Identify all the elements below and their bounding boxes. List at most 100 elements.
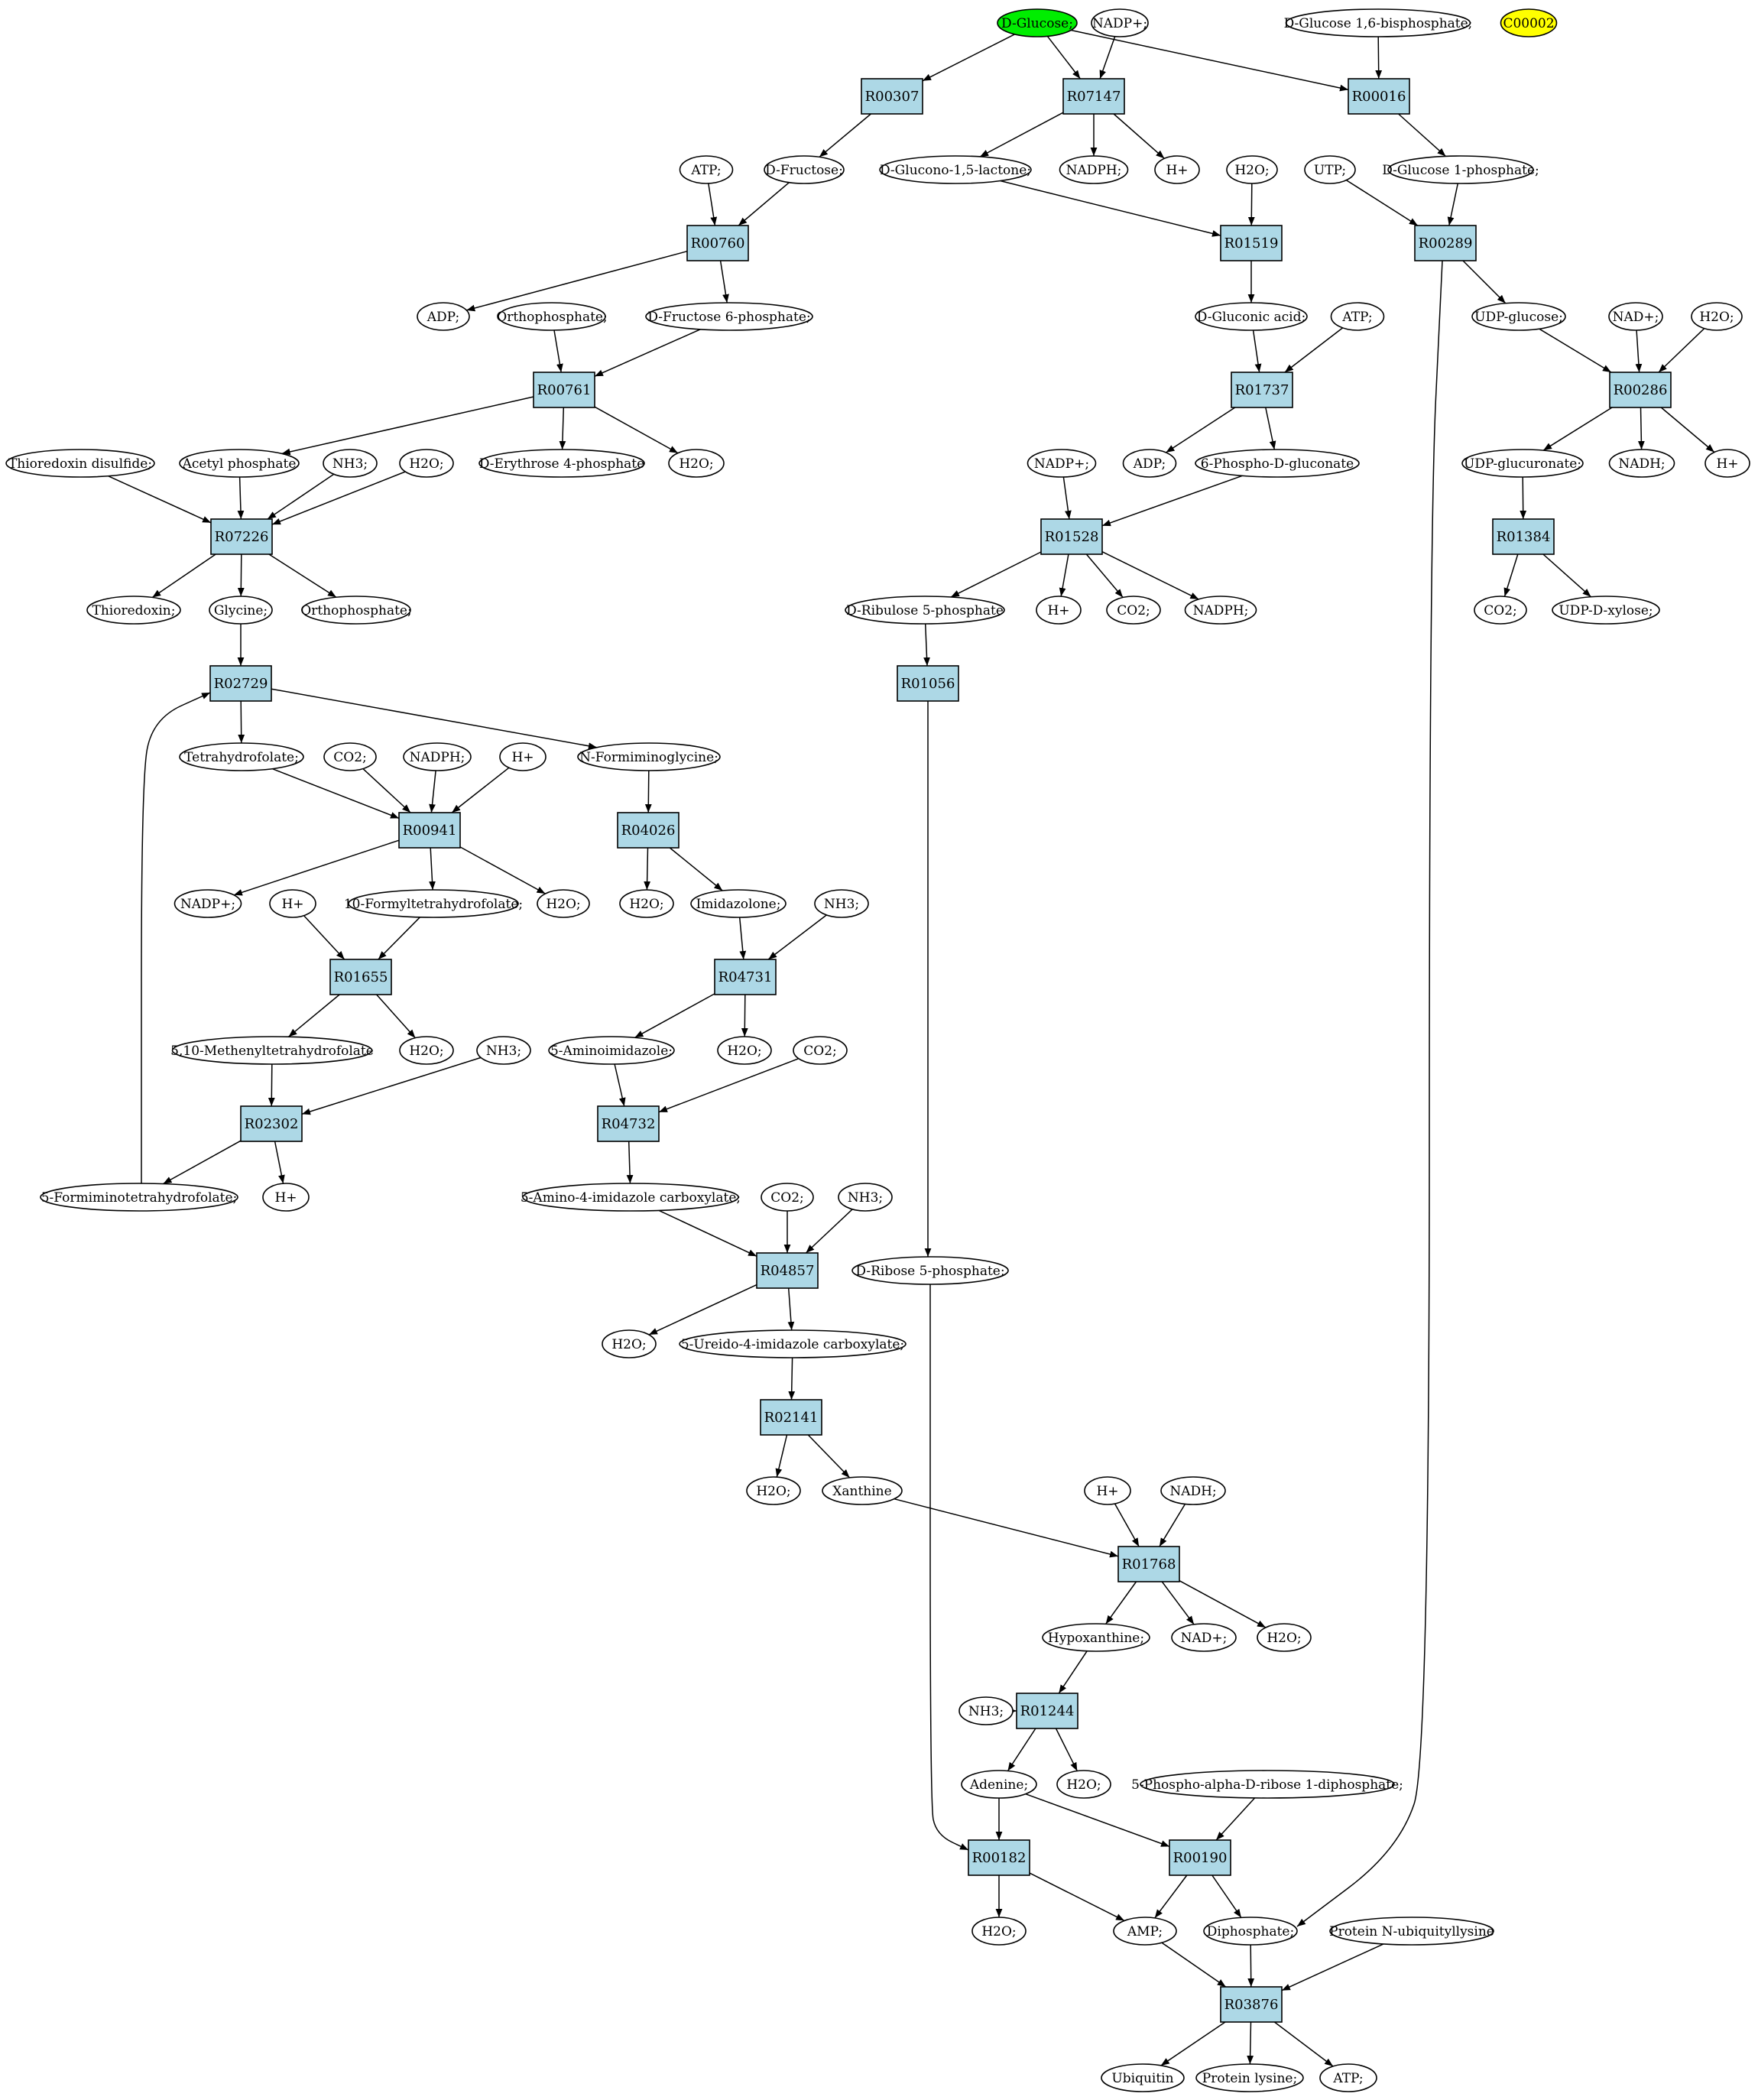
- compound-node-d-ribose-5-phosphate[interactable]: D-Ribose 5-phosphate;: [851, 1256, 1009, 1285]
- compound-node-udp-glucose[interactable]: UDP-glucose;: [1471, 302, 1566, 331]
- compound-node-h[interactable]: H+: [1036, 596, 1082, 625]
- compound-node-atp[interactable]: ATP;: [1319, 2063, 1377, 2092]
- compound-node-orthophosphate[interactable]: Orthophosphate;: [300, 596, 412, 625]
- reaction-node-r07147[interactable]: R07147: [1062, 78, 1125, 115]
- compound-node-nadph[interactable]: NADPH;: [1184, 596, 1257, 625]
- compound-node-protein-n-ubiquityllysine[interactable]: Protein N-ubiquityllysine: [1329, 1917, 1494, 1946]
- compound-node-udp-d-xylose[interactable]: UDP-D-xylose;: [1552, 596, 1660, 625]
- compound-node-5-ureido-4-imidazole-carboxylate[interactable]: 5-Ureido-4-imidazole carboxylate;: [679, 1329, 907, 1358]
- compound-node-5-formiminotetrahydrofolate[interactable]: 5-Formiminotetrahydrofolate;: [40, 1183, 238, 1212]
- reaction-node-r01056[interactable]: R01056: [897, 665, 959, 702]
- compound-node-utp[interactable]: UTP;: [1304, 155, 1356, 184]
- compound-node-nad[interactable]: NAD+;: [1608, 302, 1663, 331]
- compound-node-nh3[interactable]: NH3;: [814, 889, 869, 918]
- reaction-node-r00941[interactable]: R00941: [398, 812, 461, 849]
- compound-node-tetrahydrofolate[interactable]: Tetrahydrofolate;: [179, 742, 304, 771]
- compound-node-ubiquitin[interactable]: Ubiquitin: [1101, 2063, 1185, 2092]
- compound-node-adenine[interactable]: Adenine;: [961, 1770, 1037, 1799]
- reaction-node-r01519[interactable]: R01519: [1220, 225, 1283, 261]
- compound-node-d-ribulose-5-phosphate[interactable]: D-Ribulose 5-phosphate: [845, 596, 1005, 625]
- reaction-node-r00286[interactable]: R00286: [1609, 372, 1672, 408]
- reaction-node-r04857[interactable]: R04857: [756, 1252, 819, 1289]
- compound-node-5-phospho-alpha-d-ribose-1-diphosphate[interactable]: 5-Phospho-alpha-D-ribose 1-diphosphate;: [1131, 1770, 1403, 1799]
- reaction-node-r03876[interactable]: R03876: [1220, 1986, 1283, 2023]
- compound-node-5-amino-4-imidazole-carboxylate[interactable]: 5-Amino-4-imidazole carboxylate;: [521, 1183, 741, 1212]
- compound-node-h[interactable]: H+: [1154, 155, 1200, 184]
- reaction-node-r00016[interactable]: R00016: [1348, 78, 1410, 115]
- compound-node-atp[interactable]: ATP;: [679, 155, 734, 184]
- reaction-node-r00761[interactable]: R00761: [533, 372, 595, 408]
- compound-node-nadp[interactable]: NADP+;: [1027, 449, 1097, 478]
- reaction-node-r07226[interactable]: R07226: [210, 518, 273, 555]
- compound-node-nh3[interactable]: NH3;: [838, 1183, 893, 1212]
- compound-node-10-formyltetrahydrofolate[interactable]: 10-Formyltetrahydrofolate;: [344, 889, 523, 918]
- compound-node-co2[interactable]: CO2;: [1474, 596, 1527, 625]
- compound-node-h2o[interactable]: H2O;: [668, 449, 725, 478]
- compound-node-hypoxanthine[interactable]: Hypoxanthine;: [1042, 1623, 1150, 1652]
- compound-node-h2o[interactable]: H2O;: [537, 889, 590, 918]
- compound-node-d-gluconic-acid[interactable]: D-Gluconic acid;: [1195, 302, 1308, 331]
- reaction-node-r01737[interactable]: R01737: [1231, 372, 1293, 408]
- compound-node-xanthine[interactable]: Xanthine: [822, 1476, 903, 1505]
- compound-node-protein-lysine[interactable]: Protein lysine;: [1195, 2063, 1304, 2092]
- compound-node-d-glucose[interactable]: D-Glucose;: [997, 8, 1078, 37]
- compound-node-h2o[interactable]: H2O;: [1257, 1623, 1312, 1652]
- compound-node-d-erythrose-4-phosphate[interactable]: D-Erythrose 4-phosphate: [478, 449, 645, 478]
- reaction-node-r01528[interactable]: R01528: [1040, 518, 1103, 555]
- reaction-node-r02302[interactable]: R02302: [240, 1105, 303, 1142]
- compound-node-acetyl-phosphate[interactable]: Acetyl phosphate: [179, 449, 300, 478]
- compound-node-adp[interactable]: ADP;: [417, 302, 470, 331]
- compound-node-nh3[interactable]: NH3;: [958, 1696, 1014, 1725]
- compound-node-nadh[interactable]: NADH;: [1608, 449, 1675, 478]
- compound-node-nadh[interactable]: NADH;: [1160, 1476, 1226, 1505]
- compound-node-co2[interactable]: CO2;: [761, 1183, 814, 1212]
- reaction-node-r01244[interactable]: R01244: [1016, 1693, 1078, 1729]
- reaction-node-r00760[interactable]: R00760: [686, 225, 749, 261]
- compound-node-h2o[interactable]: H2O;: [1691, 302, 1743, 331]
- reaction-node-r01655[interactable]: R01655: [329, 959, 392, 995]
- compound-node-nadph[interactable]: NADPH;: [403, 742, 472, 771]
- reaction-node-r00289[interactable]: R00289: [1414, 225, 1477, 261]
- compound-node-udp-glucuronate[interactable]: UDP-glucuronate;: [1461, 449, 1584, 478]
- compound-node-nh3[interactable]: NH3;: [323, 449, 378, 478]
- reaction-node-r02141[interactable]: R02141: [760, 1399, 822, 1436]
- reaction-node-r04026[interactable]: R04026: [617, 812, 680, 849]
- compound-node-d-fructose[interactable]: D-Fructose;: [764, 155, 845, 184]
- compound-node-h[interactable]: H+: [262, 1183, 310, 1212]
- compound-node-h[interactable]: H+: [1084, 1476, 1131, 1505]
- reaction-node-r02729[interactable]: R02729: [209, 665, 272, 702]
- compound-node-nadph[interactable]: NADPH;: [1059, 155, 1129, 184]
- compound-node-h2o[interactable]: H2O;: [602, 1329, 657, 1358]
- compound-node-nadp[interactable]: NADP+;: [174, 889, 242, 918]
- reaction-node-r00307[interactable]: R00307: [861, 78, 923, 115]
- compound-node-thioredoxin-disulfide[interactable]: Thioredoxin disulfide;: [5, 449, 155, 478]
- reaction-node-r04732[interactable]: R04732: [597, 1105, 660, 1142]
- compound-node-h2o[interactable]: H2O;: [1226, 155, 1278, 184]
- compound-node-c00002[interactable]: C00002: [1500, 8, 1558, 37]
- compound-node-6-phospho-d-gluconate[interactable]: 6-Phospho-D-gluconate: [1195, 449, 1360, 478]
- compound-node-h2o[interactable]: H2O;: [619, 889, 674, 918]
- compound-node-co2[interactable]: CO2;: [1106, 596, 1161, 625]
- reaction-node-r00190[interactable]: R00190: [1169, 1839, 1231, 1876]
- compound-node-h2o[interactable]: H2O;: [399, 449, 454, 478]
- compound-node-atp[interactable]: ATP;: [1330, 302, 1385, 331]
- compound-node-orthophosphate[interactable]: Orthophosphate;: [496, 302, 608, 331]
- compound-node-5-aminoimidazole[interactable]: 5-Aminoimidazole;: [548, 1036, 675, 1065]
- compound-node-nh3[interactable]: NH3;: [476, 1036, 531, 1065]
- compound-node-h2o[interactable]: H2O;: [399, 1036, 454, 1065]
- compound-node-d-glucose-1-phosphate[interactable]: D-Glucose 1-phosphate;: [1382, 155, 1539, 184]
- compound-node-diphosphate[interactable]: Diphosphate;: [1203, 1917, 1298, 1946]
- compound-node-imidazolone[interactable]: Imidazolone;: [690, 889, 787, 918]
- compound-node-d-glucose-1-6-bisphosphate[interactable]: D-Glucose 1,6-bisphosphate;: [1284, 8, 1473, 37]
- compound-node-d-glucono-1-5-lactone[interactable]: D-Glucono-1,5-lactone;: [879, 155, 1032, 184]
- compound-node-adp[interactable]: ADP;: [1122, 449, 1177, 478]
- reaction-node-r04731[interactable]: R04731: [714, 959, 777, 995]
- compound-node-h[interactable]: H+: [269, 889, 316, 918]
- compound-node-5-10-methenyltetrahydrofolate[interactable]: 5,10-Methenyltetrahydrofolate: [170, 1036, 374, 1065]
- compound-node-d-fructose-6-phosphate[interactable]: D-Fructose 6-phosphate;: [645, 302, 813, 331]
- compound-node-glycine[interactable]: Glycine;: [209, 596, 273, 625]
- compound-node-h2o[interactable]: H2O;: [717, 1036, 772, 1065]
- compound-node-co2[interactable]: CO2;: [793, 1036, 848, 1065]
- reaction-node-r01384[interactable]: R01384: [1492, 518, 1555, 555]
- compound-node-h2o[interactable]: H2O;: [971, 1917, 1027, 1946]
